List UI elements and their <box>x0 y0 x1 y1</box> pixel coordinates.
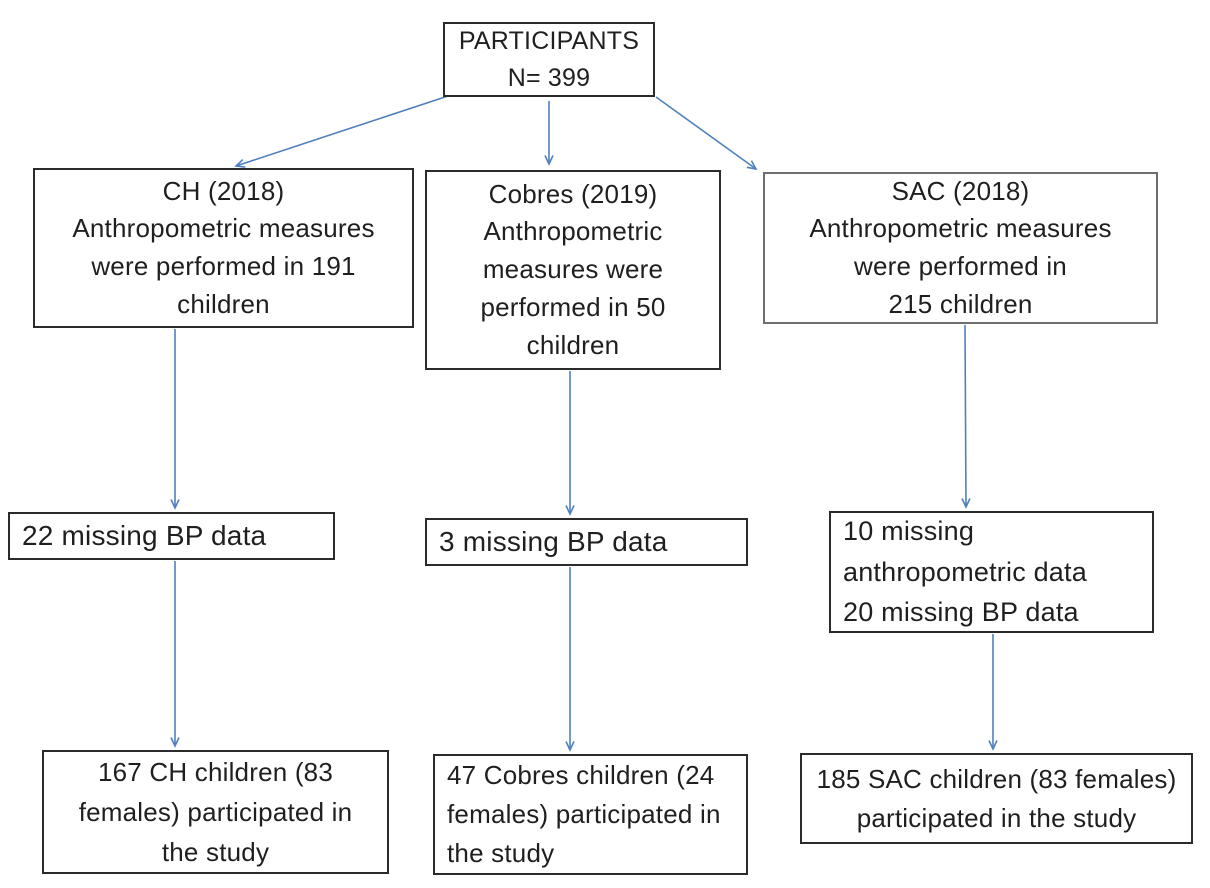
cobres-final-line: 47 Cobres children (24 <box>447 760 715 790</box>
ch-cohort-line: children <box>177 288 270 319</box>
sac-cohort-line: were performed in <box>854 251 1067 281</box>
sac-cohort-line: 215 children <box>888 288 1033 319</box>
sac-missing-line: 20 missing BP data <box>843 597 1079 628</box>
cobres-cohort-box: Cobres (2019) Anthropometric measures we… <box>425 170 721 370</box>
arrow-sac-to-missing <box>961 324 971 509</box>
ch-cohort-box: CH (2018) Anthropometric measures were p… <box>33 168 414 328</box>
cobres-cohort-line: measures were <box>482 254 664 285</box>
ch-missing-line: 22 missing BP data <box>22 519 267 551</box>
cobres-final-box: 47 Cobres children (24 females) particip… <box>433 754 748 875</box>
ch-cohort-line: CH (2018) <box>162 175 285 206</box>
sac-final-line: participated in the study <box>856 802 1137 833</box>
participants-box: PARTICIPANTS N= 399 <box>443 22 655 97</box>
cobres-missing-line: 3 missing BP data <box>439 525 668 557</box>
cobres-cohort-line: children <box>526 329 620 360</box>
sac-missing-line: anthropometric data <box>843 556 1087 587</box>
sac-final-line: 185 SAC children (83 females) <box>816 763 1177 794</box>
sac-missing-line: 10 missing <box>843 516 975 547</box>
sac-cohort-box: SAC (2018) Anthropometric measures were … <box>763 172 1158 324</box>
sac-final-box: 185 SAC children (83 females) participat… <box>800 753 1193 844</box>
cobres-cohort-line: performed in 50 <box>480 291 666 322</box>
cobres-cohort-line: Anthropometric <box>483 216 663 247</box>
arrow-participants-to-sac <box>655 96 758 171</box>
cobres-final-line: the study <box>447 838 555 868</box>
ch-final-box: 167 CH children (83 females) participate… <box>42 750 389 874</box>
ch-missing-box: 22 missing BP data <box>8 512 335 560</box>
participants-count: N= 399 <box>507 63 591 92</box>
cobres-cohort-line: Cobres (2019) <box>488 178 658 209</box>
ch-cohort-line: were performed in 191 <box>91 251 356 281</box>
arrow-participants-to-ch <box>234 95 449 168</box>
sac-missing-box: 10 missing anthropometric data 20 missin… <box>829 511 1154 633</box>
participants-title: PARTICIPANTS <box>458 27 640 56</box>
sac-cohort-line: SAC (2018) <box>891 175 1030 206</box>
ch-cohort-line: Anthropometric measures <box>72 213 375 244</box>
ch-final-line: females) participated in <box>78 796 353 827</box>
sac-cohort-line: Anthropometric measures <box>809 213 1112 244</box>
ch-final-line: the study <box>161 837 270 868</box>
cobres-final-line: females) participated in <box>447 799 721 829</box>
ch-final-line: 167 CH children (83 <box>97 756 334 787</box>
cobres-missing-box: 3 missing BP data <box>425 518 748 566</box>
